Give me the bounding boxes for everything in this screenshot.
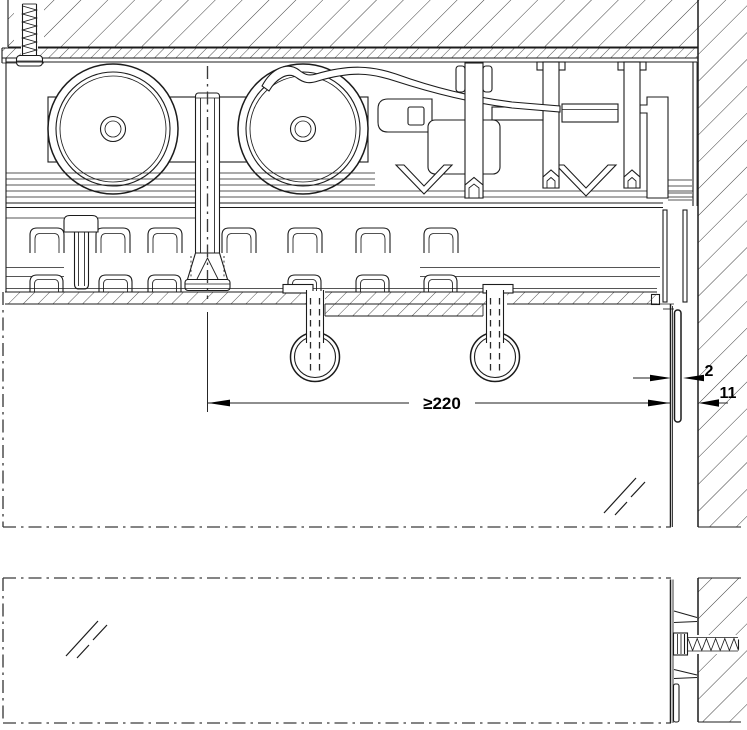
dimension-gap-2: 2 (633, 363, 714, 382)
glass-hanger-rear (469, 283, 521, 383)
door-glass-panel (2, 292, 682, 528)
roller-rear (237, 63, 369, 195)
soft-close-mechanism (377, 61, 692, 201)
arrow-left-icon (208, 399, 230, 407)
dimension-label-220: ≥220 (423, 394, 461, 413)
arrow-left-icon (683, 374, 704, 382)
glass-hanger-front (282, 283, 341, 383)
guide-post-mid (536, 61, 566, 189)
profile-bumps (29, 274, 458, 292)
glass-clamp-profile (6, 209, 688, 310)
glass-symbol (603, 477, 646, 516)
arrow-right-icon (650, 374, 671, 382)
glass-symbol (65, 620, 108, 659)
dimension-wall-11: 11 (698, 385, 737, 407)
clamp-strip-hatched (5, 288, 657, 317)
wall-section-upper (697, 0, 747, 528)
dimension-min-distance: ≥220 (207, 312, 670, 413)
suspension-bolt (184, 66, 231, 299)
wall-connection-profile (672, 610, 698, 723)
arrow-left-icon (698, 399, 719, 407)
guide-post-right (617, 61, 647, 189)
track-fixing-plate (1, 47, 698, 64)
wall-profile-screw (672, 632, 741, 656)
roller-front (47, 63, 179, 195)
ceiling-section (7, 0, 698, 48)
arrow-right-icon (648, 399, 670, 407)
track-housing-frame (5, 58, 698, 292)
running-rail-profile (6, 172, 693, 209)
dimension-label-2: 2 (705, 363, 714, 380)
ceiling-mounting-screw (15, 0, 44, 67)
edge-seal-profile (673, 309, 682, 423)
soft-close-lever (261, 65, 561, 113)
guide-post-left (455, 62, 493, 199)
profile-clips (29, 227, 459, 253)
fixed-glass-panel (2, 577, 674, 724)
hammer-head-bolt (63, 214, 99, 290)
dimension-label-11: 11 (720, 385, 737, 402)
